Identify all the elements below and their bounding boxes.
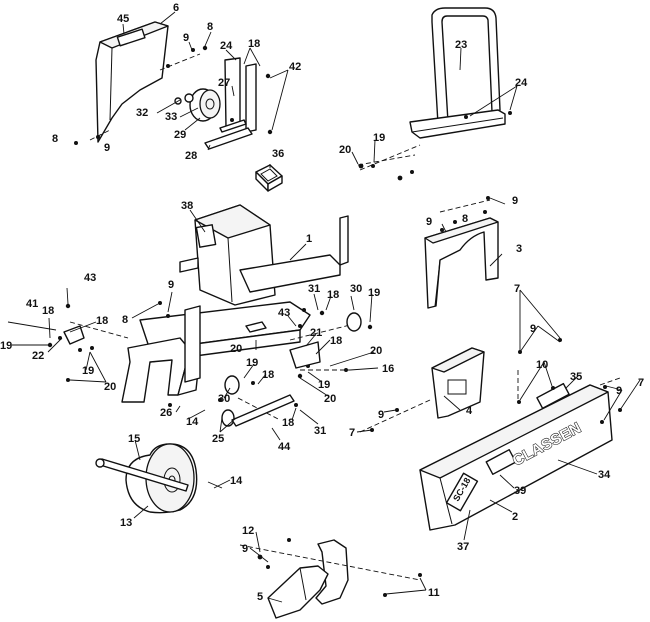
callout-9: 9: [616, 385, 622, 397]
callout-18: 18: [42, 305, 54, 317]
callout-8: 8: [207, 21, 213, 33]
callout-19: 19: [373, 132, 385, 144]
callout-19: 19: [368, 287, 380, 299]
callout-33: 33: [165, 111, 177, 123]
assembly-leaders: [69, 53, 621, 581]
callout-12: 12: [242, 525, 254, 537]
callout-34: 34: [598, 469, 611, 481]
callout-43: 43: [278, 307, 290, 319]
handle-part: [409, 7, 506, 139]
callout-9: 9: [512, 195, 518, 207]
callout-39: 39: [514, 485, 526, 497]
callout-labels: 45 6 8 9 24 18 42 27 32 33 29 8 9 28 23 …: [0, 2, 644, 603]
callout-30: 30: [350, 283, 362, 295]
callout-20: 20: [370, 345, 382, 357]
callout-18: 18: [282, 417, 294, 429]
callout-38: 38: [181, 200, 193, 212]
skid-part: [267, 539, 349, 619]
callout-7: 7: [638, 377, 644, 389]
callout-18: 18: [330, 335, 342, 347]
callout-15: 15: [128, 433, 140, 445]
callout-2: 2: [512, 511, 518, 523]
callout-5: 5: [257, 591, 263, 603]
callout-26: 26: [160, 407, 172, 419]
callout-18: 18: [96, 315, 108, 327]
callout-8: 8: [462, 213, 468, 225]
callout-18: 18: [327, 289, 339, 301]
callout-18: 18: [248, 38, 260, 50]
callout-20: 20: [104, 381, 116, 393]
callout-29: 29: [174, 129, 186, 141]
callout-21: 21: [310, 327, 322, 339]
callout-11: 11: [428, 587, 440, 599]
callout-31: 31: [314, 425, 326, 437]
callout-41: 41: [26, 298, 38, 310]
callout-9: 9: [378, 409, 384, 421]
callout-23: 23: [455, 39, 467, 51]
callout-20: 20: [339, 144, 351, 156]
callout-14: 14: [230, 475, 243, 487]
wheel-part: [95, 443, 198, 514]
switch-box-part: [255, 164, 283, 192]
callout-37: 37: [457, 541, 469, 553]
callout-19: 19: [82, 365, 94, 377]
callout-8: 8: [122, 314, 128, 326]
callout-9: 9: [530, 323, 536, 335]
callout-18: 18: [262, 369, 274, 381]
callout-9: 9: [168, 279, 174, 291]
callout-20: 20: [324, 393, 336, 405]
callout-45: 45: [117, 13, 129, 25]
callout-24: 24: [515, 77, 528, 89]
cover-plate-part: [431, 347, 485, 419]
callout-25: 25: [212, 433, 224, 445]
callout-28: 28: [185, 150, 197, 162]
callout-19: 19: [0, 340, 12, 352]
callout-10: 10: [536, 359, 548, 371]
blade-guard-part: [419, 382, 613, 531]
callout-35: 35: [570, 371, 582, 383]
callout-22: 22: [32, 350, 44, 362]
callout-31: 31: [308, 283, 320, 295]
callout-9: 9: [104, 142, 110, 154]
callout-9: 9: [426, 216, 432, 228]
callout-32: 32: [136, 107, 148, 119]
callout-14: 14: [186, 416, 199, 428]
callout-1: 1: [306, 233, 312, 245]
callout-7: 7: [514, 283, 520, 295]
callout-27: 27: [218, 77, 230, 89]
callout-leaders: [12, 11, 641, 603]
belt-guard-part: [95, 21, 169, 143]
callout-30: 30: [218, 393, 230, 405]
callout-43: 43: [84, 272, 96, 284]
callout-16: 16: [382, 363, 394, 375]
callout-19: 19: [246, 357, 258, 369]
callout-9: 9: [183, 32, 189, 44]
hardware-fasteners: [7, 45, 622, 597]
callout-19: 19: [318, 379, 330, 391]
pulley-bracket-assembly: [174, 57, 257, 150]
callout-44: 44: [278, 441, 291, 453]
callout-9: 9: [242, 543, 248, 555]
callout-7: 7: [349, 427, 355, 439]
callout-3: 3: [516, 243, 522, 255]
callout-20: 20: [230, 343, 242, 355]
callout-42: 42: [289, 61, 301, 73]
callout-8: 8: [52, 133, 58, 145]
callout-13: 13: [120, 517, 132, 529]
side-plate-part: [424, 217, 499, 309]
main-frame-part: [121, 204, 349, 403]
callout-36: 36: [272, 148, 284, 160]
callout-24: 24: [220, 40, 233, 52]
callout-6: 6: [173, 2, 179, 14]
callout-4: 4: [466, 405, 473, 417]
